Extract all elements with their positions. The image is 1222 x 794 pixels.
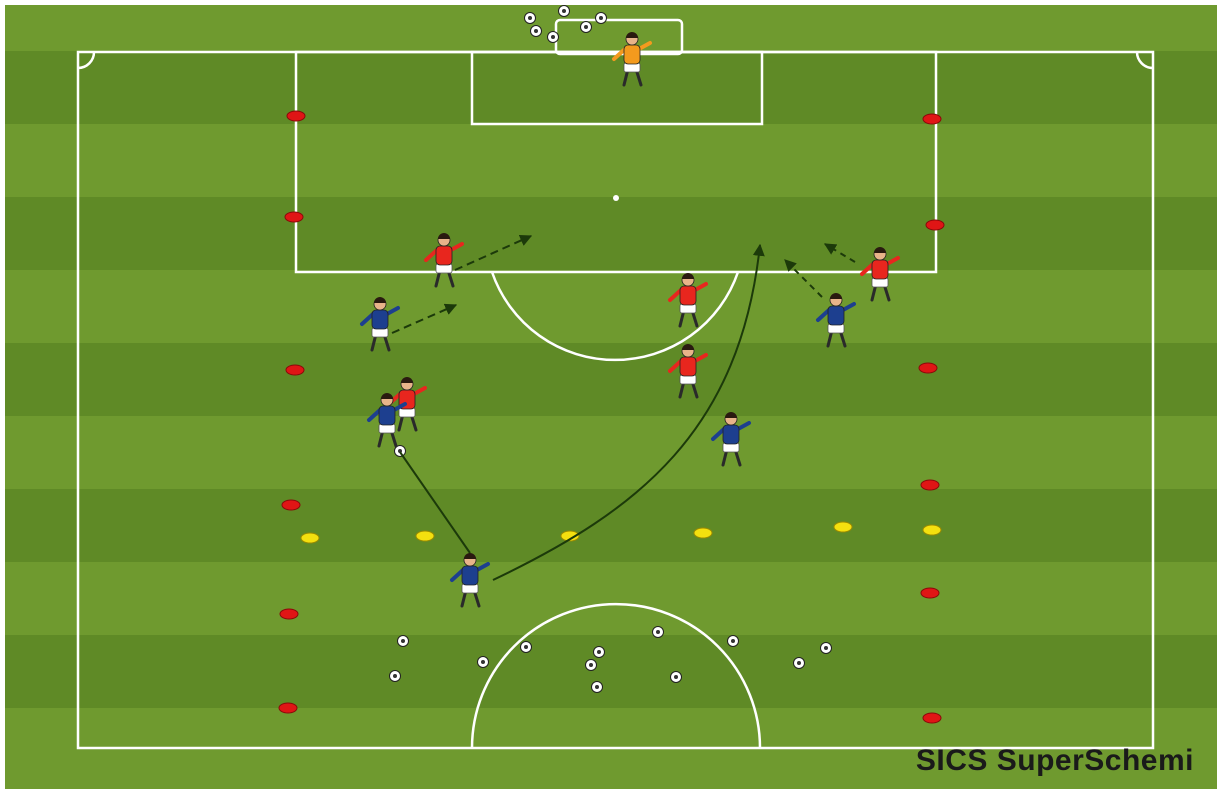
ball-icon (581, 22, 592, 33)
penalty-spot (613, 195, 619, 201)
red-cone (285, 212, 303, 222)
red-cone (286, 365, 304, 375)
ball-icon (548, 32, 559, 43)
red-cone (926, 220, 944, 230)
red-cone (923, 114, 941, 124)
red-cone (279, 703, 297, 713)
ball-icon (525, 13, 536, 24)
red-cone (287, 111, 305, 121)
yellow-cone (834, 522, 852, 532)
red-cone (919, 363, 937, 373)
yellow-cone (694, 528, 712, 538)
ball-icon (521, 642, 532, 653)
grass-stripes (5, 5, 1217, 789)
ball-icon (390, 671, 401, 682)
watermark: SICS SuperSchemi (916, 744, 1194, 778)
red-cone (923, 713, 941, 723)
red-cone (921, 588, 939, 598)
yellow-cone (923, 525, 941, 535)
ball-icon (559, 6, 570, 17)
ball-icon (794, 658, 805, 669)
ball-icon (728, 636, 739, 647)
red-cone (921, 480, 939, 490)
ball-icon (594, 647, 605, 658)
ball-icon (592, 682, 603, 693)
ball-icon (653, 627, 664, 638)
yellow-cone (416, 531, 434, 541)
ball-icon (821, 643, 832, 654)
ball-icon (586, 660, 597, 671)
red-cone (282, 500, 300, 510)
ball-icon (531, 26, 542, 37)
ball-icon (398, 636, 409, 647)
ball-icon (478, 657, 489, 668)
ball-icon (596, 13, 607, 24)
ball-icon (671, 672, 682, 683)
yellow-cone (301, 533, 319, 543)
red-cone (280, 609, 298, 619)
